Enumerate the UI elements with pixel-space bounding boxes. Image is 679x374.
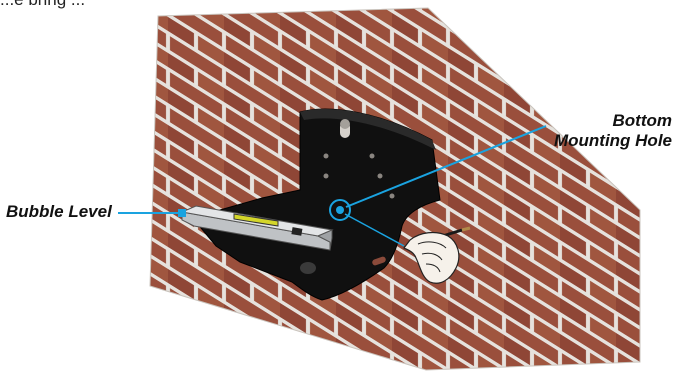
bottom-round-hole [300,262,316,274]
header-text-fragment: ...e bring ... [0,0,85,10]
plate-hole [378,174,383,179]
plate-hole [324,154,329,159]
plate-hole [370,154,375,159]
bottom-mounting-hole-label: Bottom Mounting Hole [548,111,672,151]
bottom-mounting-hole-label-line1: Bottom [548,111,672,131]
bottom-mounting-hole-label-line2: Mounting Hole [548,131,672,151]
plate-hole [324,174,329,179]
top-keyhole-slot [340,119,350,138]
bubble-level-label: Bubble Level [6,202,112,222]
plate-hole [390,194,395,199]
